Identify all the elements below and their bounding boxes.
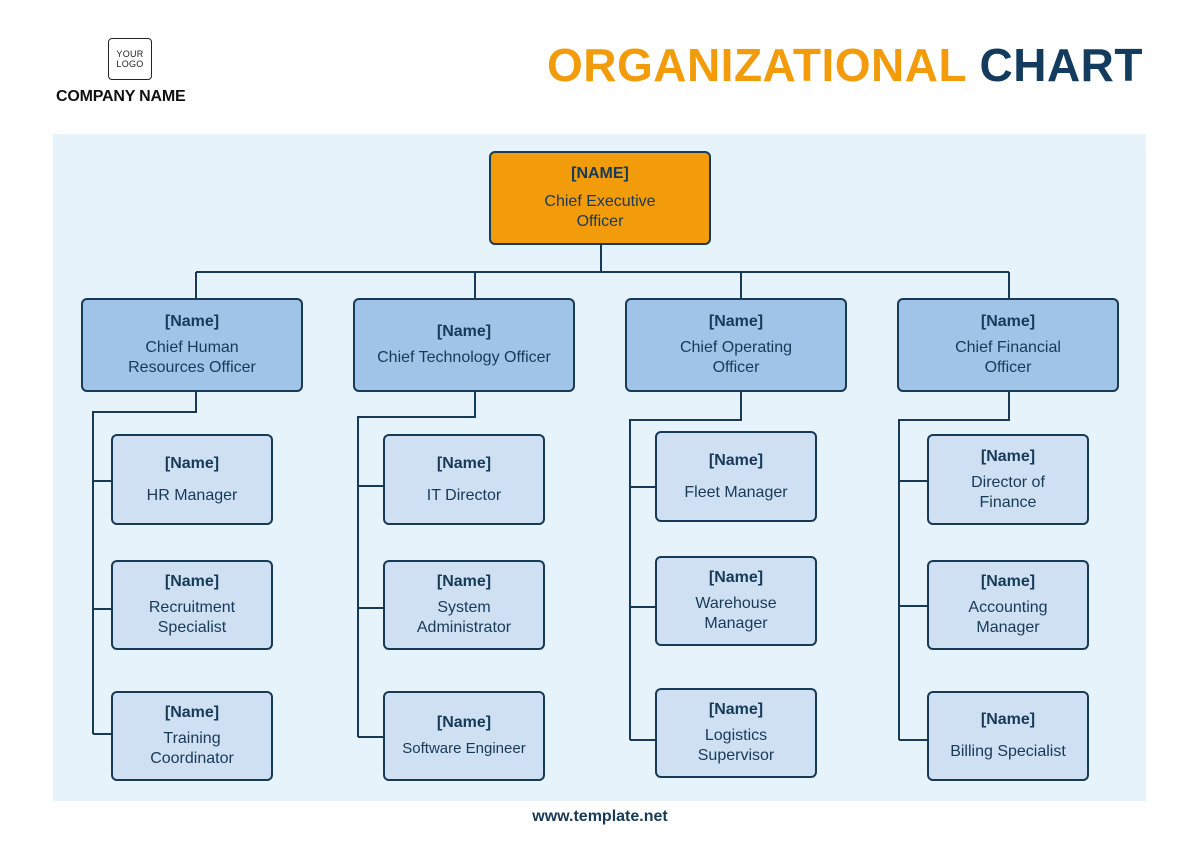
connector-branch-ops <box>629 391 742 740</box>
ceo-box: [NAME] Chief Executive Officer <box>489 151 711 245</box>
staff-name: [Name] <box>708 569 764 586</box>
dept-head-tech: [Name] Chief Technology Officer <box>353 298 575 392</box>
dept-head-fin: [Name] Chief Financial Officer <box>897 298 1119 392</box>
staff-role: HR Manager <box>146 486 238 504</box>
staff-name: [Name] <box>708 451 764 469</box>
staff-role: Warehouse Manager <box>695 595 777 632</box>
staff-role: Fleet Manager <box>684 483 788 501</box>
ceo-name: [NAME] <box>571 165 629 182</box>
connector-branch-tech <box>357 391 476 737</box>
ceo-role: Chief Executive Officer <box>544 193 656 230</box>
dept-head-name: [Name] <box>980 313 1036 330</box>
dept-head-hr: [Name] Chief Human Resources Officer <box>81 298 303 392</box>
staff-box: [Name] Billing Specialist <box>927 691 1089 781</box>
dept-head-role: Chief Financial Officer <box>955 339 1061 376</box>
staff-role: Director of Finance <box>971 473 1045 511</box>
connector-branch-fin <box>898 391 1010 740</box>
staff-box: [Name] Software Engineer <box>383 691 545 781</box>
footer-url[interactable]: www.template.net <box>532 808 668 825</box>
staff-role: System Administrator <box>416 599 512 636</box>
dept-head-ops: [Name] Chief Operating Officer <box>625 298 847 392</box>
logo-text: YOUR LOGO <box>116 49 144 69</box>
staff-name: [Name] <box>980 573 1036 590</box>
staff-role: Accounting Manager <box>968 599 1048 636</box>
dept-head-role: Chief Human Resources Officer <box>128 339 256 376</box>
staff-box: [Name] IT Director <box>383 434 545 525</box>
staff-box: [Name] Recruitment Specialist <box>111 560 273 650</box>
staff-box: [Name] Warehouse Manager <box>655 556 817 646</box>
staff-role: Recruitment Specialist <box>148 599 236 636</box>
page-title: ORGANIZATIONAL CHART <box>547 38 1143 92</box>
dept-head-name: [Name] <box>436 323 492 340</box>
staff-name: [Name] <box>164 573 220 590</box>
staff-box: [Name] Fleet Manager <box>655 431 817 522</box>
staff-box: [Name] Director of Finance <box>927 434 1089 525</box>
staff-name: [Name] <box>436 573 492 590</box>
title-part-chart: CHART <box>979 39 1143 91</box>
staff-box: [Name] System Administrator <box>383 560 545 650</box>
company-name: COMPANY NAME <box>56 88 186 105</box>
connector-branch-hr <box>92 391 197 734</box>
staff-name: [Name] <box>436 714 492 731</box>
staff-role: Training Coordinator <box>150 730 234 767</box>
staff-box: [Name] Logistics Supervisor <box>655 688 817 778</box>
staff-role: Logistics Supervisor <box>697 727 775 764</box>
staff-role: IT Director <box>426 486 502 504</box>
staff-name: [Name] <box>164 704 220 721</box>
staff-box: [Name] Accounting Manager <box>927 560 1089 650</box>
staff-role: Software Engineer <box>402 740 526 757</box>
staff-name: [Name] <box>980 447 1036 465</box>
title-part-organizational: ORGANIZATIONAL <box>546 39 967 91</box>
dept-head-role: Chief Operating Officer <box>679 339 793 376</box>
staff-name: [Name] <box>436 454 492 472</box>
staff-name: [Name] <box>980 711 1036 728</box>
dept-head-name: [Name] <box>708 313 764 330</box>
staff-box: [Name] HR Manager <box>111 434 273 525</box>
dept-head-name: [Name] <box>164 313 220 330</box>
staff-role: Billing Specialist <box>950 743 1066 760</box>
company-logo: YOUR LOGO <box>108 38 152 80</box>
staff-box: [Name] Training Coordinator <box>111 691 273 781</box>
staff-name: [Name] <box>164 454 220 472</box>
dept-head-role: Chief Technology Officer <box>377 349 551 366</box>
staff-name: [Name] <box>708 701 764 718</box>
